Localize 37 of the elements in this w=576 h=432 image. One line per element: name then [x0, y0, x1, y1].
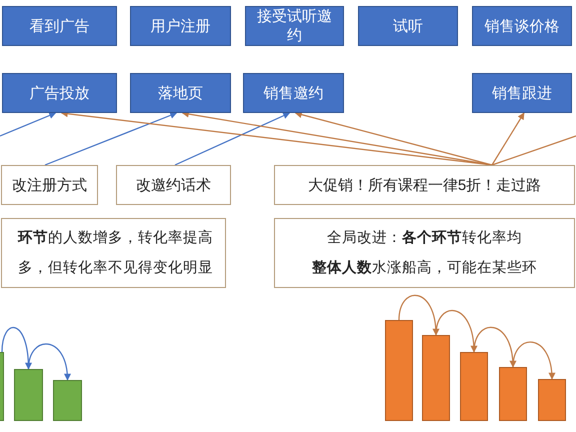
measure-box: 大促销！所有课程一律5折！走过路: [274, 165, 575, 205]
bar: [460, 352, 488, 421]
process-box: 广告投放: [2, 73, 117, 113]
arrow: [174, 112, 290, 166]
note-line: 整体人数水涨船高，可能在某些环: [312, 258, 537, 278]
bar: [499, 367, 527, 421]
process-box: 销售谈价格: [472, 6, 572, 46]
bar: [422, 335, 450, 421]
bar: [385, 320, 413, 421]
note-line: 多，但转化率不见得变化明显: [18, 258, 213, 278]
note-box: [274, 218, 575, 288]
process-box: 销售邀约: [243, 73, 344, 113]
process-box: 落地页: [130, 73, 231, 113]
arrow: [1, 327, 32, 370]
arrow: [28, 344, 71, 381]
process-box: 看到广告: [2, 6, 117, 46]
arrow: [473, 326, 516, 368]
arrow: [44, 112, 178, 166]
measure-box: 改邀约话术: [116, 165, 231, 205]
note-line: 环节的人数增多，转化率提高: [18, 228, 213, 248]
note-line: 全局改进：各个环节转化率均: [327, 228, 522, 248]
bar: [53, 380, 82, 421]
process-box: 接受试听邀约: [245, 6, 344, 46]
bar: [14, 369, 43, 421]
measure-box: 改注册方式: [1, 165, 98, 205]
arrow: [491, 112, 525, 166]
arrow: [0, 112, 56, 137]
bar: [538, 379, 566, 421]
connector-line: [492, 135, 576, 166]
process-box: 试听: [358, 6, 458, 46]
process-box: 用户注册: [130, 6, 231, 46]
process-box: 销售跟进: [472, 73, 572, 113]
arrow: [398, 294, 440, 336]
arrow: [512, 342, 556, 380]
arrow: [435, 310, 478, 353]
arrow: [294, 111, 492, 166]
note-box: [1, 218, 226, 288]
